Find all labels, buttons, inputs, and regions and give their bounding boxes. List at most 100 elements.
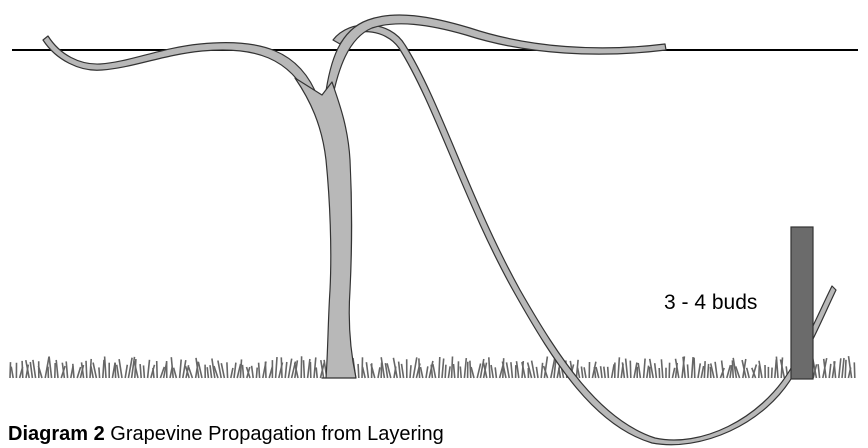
grass-blade bbox=[648, 358, 654, 379]
grass-blade bbox=[674, 358, 680, 379]
grass-blade bbox=[48, 356, 53, 379]
vine-trunk bbox=[294, 77, 357, 379]
grass-blade bbox=[469, 360, 472, 379]
grass-blade bbox=[550, 357, 556, 379]
grass-blade bbox=[847, 355, 853, 379]
grass-blade bbox=[197, 361, 203, 379]
buds-label: 3 - 4 buds bbox=[664, 291, 758, 314]
grass-blade bbox=[118, 358, 123, 379]
grass-blade bbox=[130, 356, 136, 379]
grass-blade bbox=[751, 367, 757, 379]
grass-blade bbox=[245, 366, 251, 379]
grass-blade bbox=[828, 363, 832, 379]
grass-blade bbox=[838, 358, 842, 379]
grass-blade bbox=[576, 367, 581, 379]
grass-blade bbox=[822, 358, 827, 379]
grass-blade bbox=[65, 361, 69, 379]
grass-blade bbox=[726, 364, 732, 379]
grass-blade bbox=[397, 361, 402, 379]
grass-blade bbox=[29, 361, 34, 379]
grass-blade bbox=[425, 366, 429, 379]
grass-blade bbox=[377, 367, 381, 379]
grass-blade bbox=[61, 362, 66, 379]
grass-blade bbox=[729, 364, 733, 379]
grass-blade bbox=[25, 359, 30, 379]
grass-blade bbox=[250, 365, 254, 379]
grass-blade bbox=[758, 365, 761, 379]
grass-blade bbox=[432, 363, 437, 379]
grass-blade bbox=[284, 361, 288, 379]
grass-blade bbox=[380, 357, 386, 379]
grass-blade bbox=[606, 366, 610, 379]
grass-blade bbox=[21, 360, 24, 379]
grass-blade bbox=[540, 362, 544, 379]
diagram-caption: Diagram 2 Grapevine Propagation from Lay… bbox=[8, 423, 444, 446]
grass-blade bbox=[470, 366, 475, 379]
grass-blade bbox=[274, 357, 278, 379]
grass-blade bbox=[690, 357, 694, 379]
grass-blade bbox=[217, 360, 222, 379]
grass-blade bbox=[505, 362, 510, 379]
grass-blade bbox=[103, 356, 107, 379]
grass-blade bbox=[686, 364, 690, 379]
grass-blade bbox=[220, 363, 226, 379]
grass-blade bbox=[127, 357, 133, 379]
grass-blade bbox=[490, 364, 494, 379]
grass-blade bbox=[386, 363, 392, 379]
grass-blade bbox=[731, 360, 734, 379]
support-stake bbox=[790, 226, 814, 380]
grass-blade bbox=[419, 366, 424, 379]
grass-blade bbox=[653, 363, 658, 379]
grass-blade bbox=[90, 366, 94, 379]
grass-blade bbox=[758, 360, 763, 379]
ground-grass bbox=[9, 355, 856, 379]
grass-blade bbox=[671, 367, 676, 379]
grass-blade bbox=[441, 358, 445, 379]
grass-blade bbox=[361, 366, 366, 379]
grass-blade bbox=[32, 359, 37, 379]
grass-blade bbox=[255, 367, 258, 379]
grass-blade bbox=[751, 364, 758, 379]
grass-blade bbox=[239, 359, 243, 379]
grass-blade bbox=[447, 366, 451, 379]
grass-blade bbox=[494, 367, 498, 379]
grass-blade bbox=[438, 356, 441, 379]
grass-blade bbox=[236, 363, 242, 379]
grass-blade bbox=[264, 361, 267, 379]
grass-blade bbox=[313, 357, 317, 379]
grass-blade bbox=[400, 363, 405, 379]
grass-blade bbox=[482, 362, 488, 379]
grass-blade bbox=[115, 364, 120, 379]
grass-blade bbox=[450, 356, 454, 379]
grass-blade bbox=[315, 367, 318, 379]
grass-blade bbox=[142, 365, 146, 379]
grass-blade bbox=[152, 367, 155, 379]
grass-blade bbox=[610, 364, 615, 379]
grass-blade bbox=[172, 367, 178, 379]
grass-blade bbox=[280, 357, 283, 379]
grass-blade bbox=[779, 359, 786, 379]
grass-blade bbox=[732, 357, 738, 379]
grass-blade bbox=[287, 358, 293, 379]
grass-blade bbox=[633, 362, 638, 379]
grass-blade bbox=[617, 357, 621, 379]
grass-blade bbox=[580, 366, 584, 379]
grass-blade bbox=[184, 365, 190, 379]
grass-blade bbox=[206, 367, 210, 379]
grass-blade bbox=[233, 362, 237, 379]
grass-blade bbox=[10, 366, 14, 379]
grass-blade bbox=[700, 365, 705, 379]
grass-blade bbox=[697, 363, 702, 379]
grass-blade bbox=[703, 361, 706, 379]
grass-blade bbox=[833, 361, 837, 379]
layered-cane bbox=[332, 24, 837, 446]
grass-blade bbox=[709, 363, 715, 379]
grass-blade bbox=[44, 356, 50, 379]
right-cordon bbox=[324, 14, 667, 101]
grass-blade bbox=[452, 363, 456, 379]
grass-blade bbox=[357, 363, 360, 379]
grass-blade bbox=[392, 357, 398, 379]
grass-blade bbox=[603, 366, 606, 379]
grass-blade bbox=[741, 359, 747, 379]
